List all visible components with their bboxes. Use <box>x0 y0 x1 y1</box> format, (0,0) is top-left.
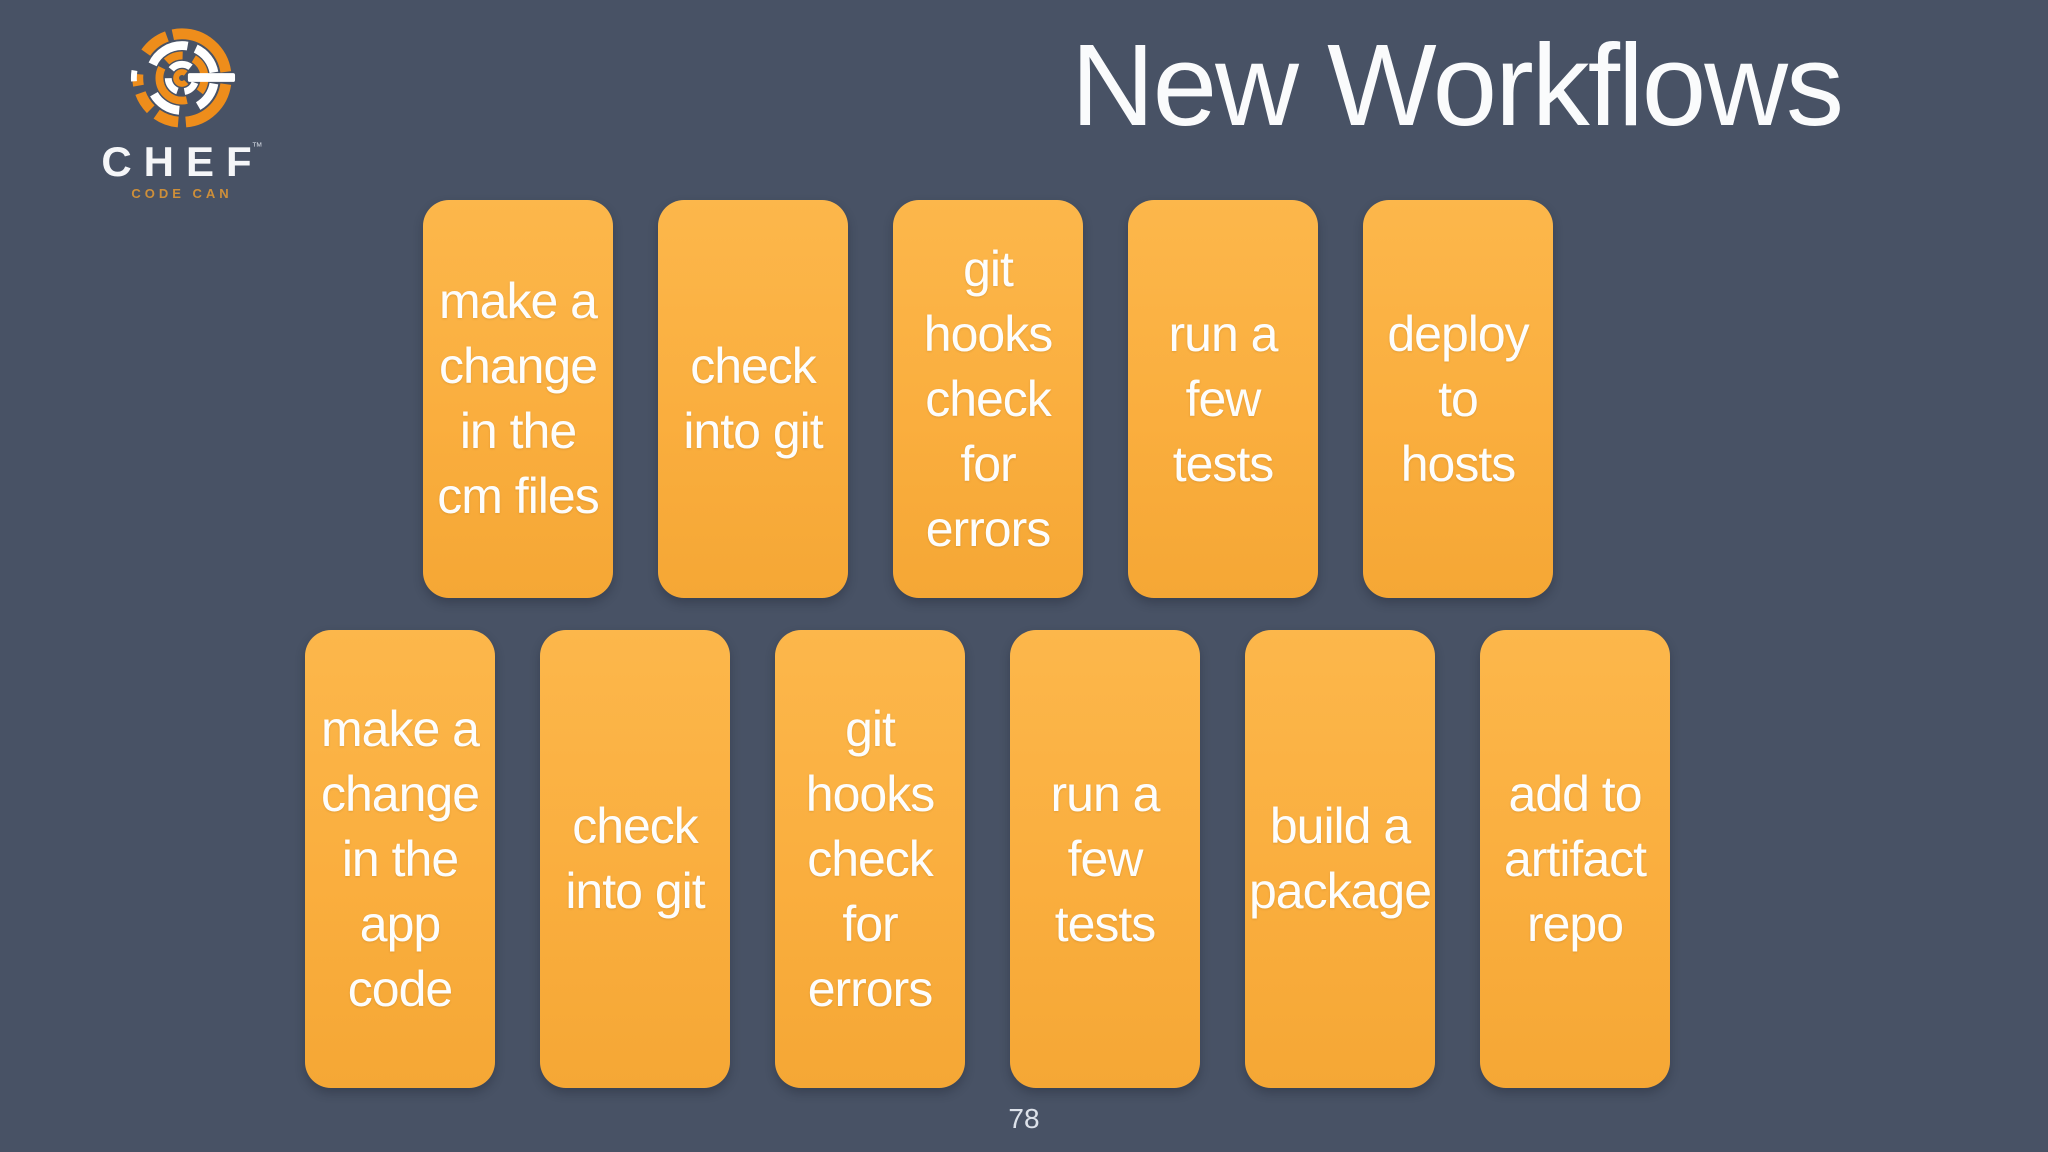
workflow-step-label-line: errors <box>925 500 1052 557</box>
slide-title: New Workflows <box>1070 20 1844 150</box>
workflow-step-label-line: check <box>925 370 1052 427</box>
workflow-step-label-line: tests <box>1172 435 1275 492</box>
workflow-step-label-line: code <box>347 960 453 1017</box>
workflow-step-box: make a change in the cm files <box>423 200 613 598</box>
workflow-step-label-line: for <box>842 895 898 952</box>
workflow-step-label-line: check <box>572 798 699 854</box>
workflow-step-label-line: few <box>1067 830 1144 887</box>
workflow-step-label-line: tests <box>1054 895 1157 952</box>
workflow-step-label-line: hosts <box>1400 435 1517 492</box>
workflow-step-box: git hooks check for errors <box>893 200 1083 598</box>
workflow-step-label-line: run a <box>1168 305 1279 362</box>
workflow-step-label-line: make a <box>439 273 598 329</box>
workflow-step-box: check into git <box>658 200 848 598</box>
workflow-step-label-line: git <box>963 240 1014 297</box>
workflow-step-box: add to artifact repo <box>1480 630 1670 1088</box>
trademark-symbol: ™ <box>251 141 263 153</box>
workflow-step-label-line: hooks <box>805 765 935 822</box>
workflow-step-label-line: package <box>1248 863 1432 919</box>
chef-tagline: CODE CAN <box>131 186 233 201</box>
workflow-step-label-line: artifact <box>1503 830 1647 887</box>
workflow-step-label-line: build a <box>1269 798 1411 854</box>
workflow-step-box: make a change in the app code <box>305 630 495 1088</box>
workflow-step-label-line: hooks <box>923 305 1053 362</box>
workflow-step-label-line: for <box>960 435 1016 492</box>
workflow-step-label-line: git <box>845 700 896 757</box>
workflow-step-label-line: into git <box>565 863 705 919</box>
workflow-step-label-line: check <box>690 338 817 394</box>
chef-logo: CHEF ™ CODE CAN <box>82 22 282 201</box>
workflow-step-box: run a few tests <box>1128 200 1318 598</box>
workflow-step-label-line: in the <box>459 403 577 459</box>
workflow-step-label-line: change <box>320 765 480 822</box>
workflow-row-cm: make a change in the cm files check into git g… <box>423 200 1553 598</box>
workflow-step-label-line: make a <box>321 700 480 757</box>
workflow-step-box: git hooks check for errors <box>775 630 965 1088</box>
chef-wordmark: CHEF <box>101 138 264 185</box>
workflow-step-label-line: repo <box>1526 895 1624 952</box>
workflow-row-app: make a change in the app code check into git gi… <box>305 630 1670 1088</box>
chef-wordmark-row: CHEF ™ <box>101 140 262 184</box>
page-number: 78 <box>1008 1103 1040 1134</box>
workflow-step-label-line: in the <box>341 830 459 887</box>
workflow-step-label-line: app <box>359 895 441 952</box>
workflow-step-label-line: add to <box>1508 765 1642 822</box>
workflow-step-label-line: deploy <box>1387 305 1529 362</box>
workflow-step-label-line: change <box>438 338 598 394</box>
workflow-step-label-line: errors <box>807 960 934 1017</box>
workflow-step-label-line: check <box>807 830 934 887</box>
workflow-step-box: check into git <box>540 630 730 1088</box>
workflow-step-label-line: run a <box>1050 765 1161 822</box>
workflow-step-box: build a package <box>1245 630 1435 1088</box>
workflow-step-box: run a few tests <box>1010 630 1200 1088</box>
workflow-step-box: deploy to hosts <box>1363 200 1553 598</box>
workflow-step-label-line: into git <box>683 403 823 459</box>
workflow-step-label-line: to <box>1438 370 1479 427</box>
workflow-step-label-line: cm files <box>437 468 599 524</box>
chef-rings-icon <box>130 26 236 130</box>
workflow-step-label-line: few <box>1185 370 1262 427</box>
